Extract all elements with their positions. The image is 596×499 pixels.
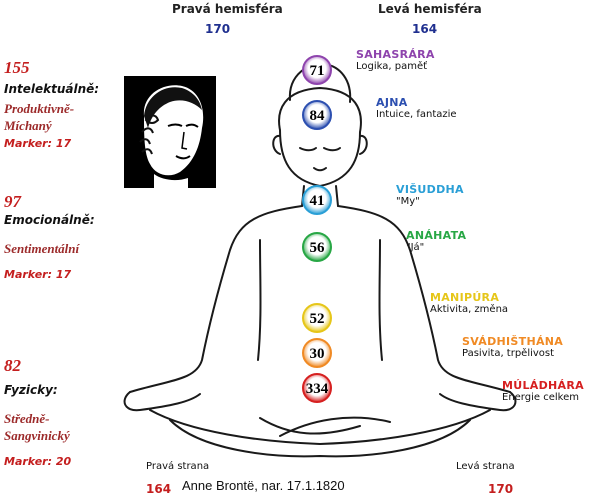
chakra-label-anahata: ANÁHATA "Já" bbox=[406, 229, 466, 253]
left-side-value: 170 bbox=[488, 482, 514, 496]
chakra-label-ajna: AJNA Intuice, fantazie bbox=[376, 96, 457, 120]
chakra-name: MANIPÚRA bbox=[430, 291, 500, 304]
emotional-type: Sentimentální bbox=[4, 241, 80, 256]
intellectual-marker: Marker: 17 bbox=[4, 137, 72, 150]
physical-type: Středně-Sangvinický bbox=[4, 411, 70, 443]
chakra-circle bbox=[302, 185, 332, 215]
chakra-label-svadhisthana: SVÁDHIŠTHÁNA Pasivita, trpělivost bbox=[462, 335, 563, 359]
chakra-value: 52 bbox=[310, 311, 325, 327]
chakra-name: SVÁDHIŠTHÁNA bbox=[462, 335, 564, 348]
chakra-desc: "Já" bbox=[406, 242, 425, 253]
chakra-circle bbox=[302, 303, 332, 333]
chakra-circle bbox=[302, 373, 332, 403]
footer-caption: Anne Brontë, nar. 17.1.1820 bbox=[182, 478, 345, 493]
chakra-value: 30 bbox=[310, 346, 325, 362]
emotional-marker: Marker: 17 bbox=[4, 268, 72, 281]
chakra-circle bbox=[302, 232, 332, 262]
meditation-figure bbox=[123, 62, 517, 458]
chakra-circle bbox=[302, 55, 332, 85]
chakra-desc: Logika, paměť bbox=[356, 61, 428, 72]
chakra-circle bbox=[302, 338, 332, 368]
emotional-value: 97 bbox=[4, 192, 21, 211]
emotional-label: Emocionálně: bbox=[4, 213, 95, 227]
physical-label: Fyzicky: bbox=[4, 383, 58, 397]
chakra-label-sahasrara: SAHASRÁRA Logika, paměť bbox=[356, 48, 435, 72]
left-hemisphere-label: Levá hemisféra bbox=[378, 2, 482, 16]
chakra-circle bbox=[302, 100, 332, 130]
intellectual-type: Produktivně-Míchaný bbox=[4, 101, 75, 133]
portrait-image bbox=[124, 76, 216, 188]
right-hemisphere-label: Pravá hemisféra bbox=[172, 2, 283, 16]
left-side-label: Levá strana bbox=[456, 461, 515, 472]
chakra-label-muladhara: MÚLÁDHÁRA Energie celkem bbox=[502, 379, 584, 403]
chakra-name: VIŠUDDHA bbox=[396, 183, 464, 196]
chakra-value: 41 bbox=[310, 193, 325, 209]
chakra-desc: "My" bbox=[396, 196, 420, 207]
intellectual-label: Intelektuálně: bbox=[4, 82, 100, 96]
chakra-value: 84 bbox=[310, 108, 326, 124]
chakra-name: ANÁHATA bbox=[406, 229, 467, 242]
right-side-label: Pravá strana bbox=[146, 461, 210, 472]
chakra-value: 56 bbox=[310, 240, 326, 256]
intellectual-value: 155 bbox=[4, 58, 30, 77]
chakra-desc: Aktivita, změna bbox=[430, 304, 509, 315]
chakra-value: 71 bbox=[310, 63, 325, 79]
chakra-desc: Energie celkem bbox=[502, 392, 579, 403]
chakra-name: MÚLÁDHÁRA bbox=[502, 379, 584, 392]
chakra-label-visuddha: VIŠUDDHA "My" bbox=[396, 183, 464, 207]
physical-value: 82 bbox=[4, 356, 21, 375]
chakra-value: 334 bbox=[306, 381, 329, 397]
right-hemisphere-value: 170 bbox=[205, 22, 231, 36]
chakra-desc: Intuice, fantazie bbox=[376, 109, 457, 120]
chakra-label-manipura: MANIPÚRA Aktivita, změna bbox=[430, 291, 508, 315]
chakra-name: SAHASRÁRA bbox=[356, 48, 435, 61]
chakra-desc: Pasivita, trpělivost bbox=[462, 348, 555, 359]
right-side-value: 164 bbox=[146, 482, 172, 496]
chakra-name: AJNA bbox=[376, 96, 408, 109]
physical-marker: Marker: 20 bbox=[4, 455, 72, 468]
left-hemisphere-value: 164 bbox=[412, 22, 438, 36]
